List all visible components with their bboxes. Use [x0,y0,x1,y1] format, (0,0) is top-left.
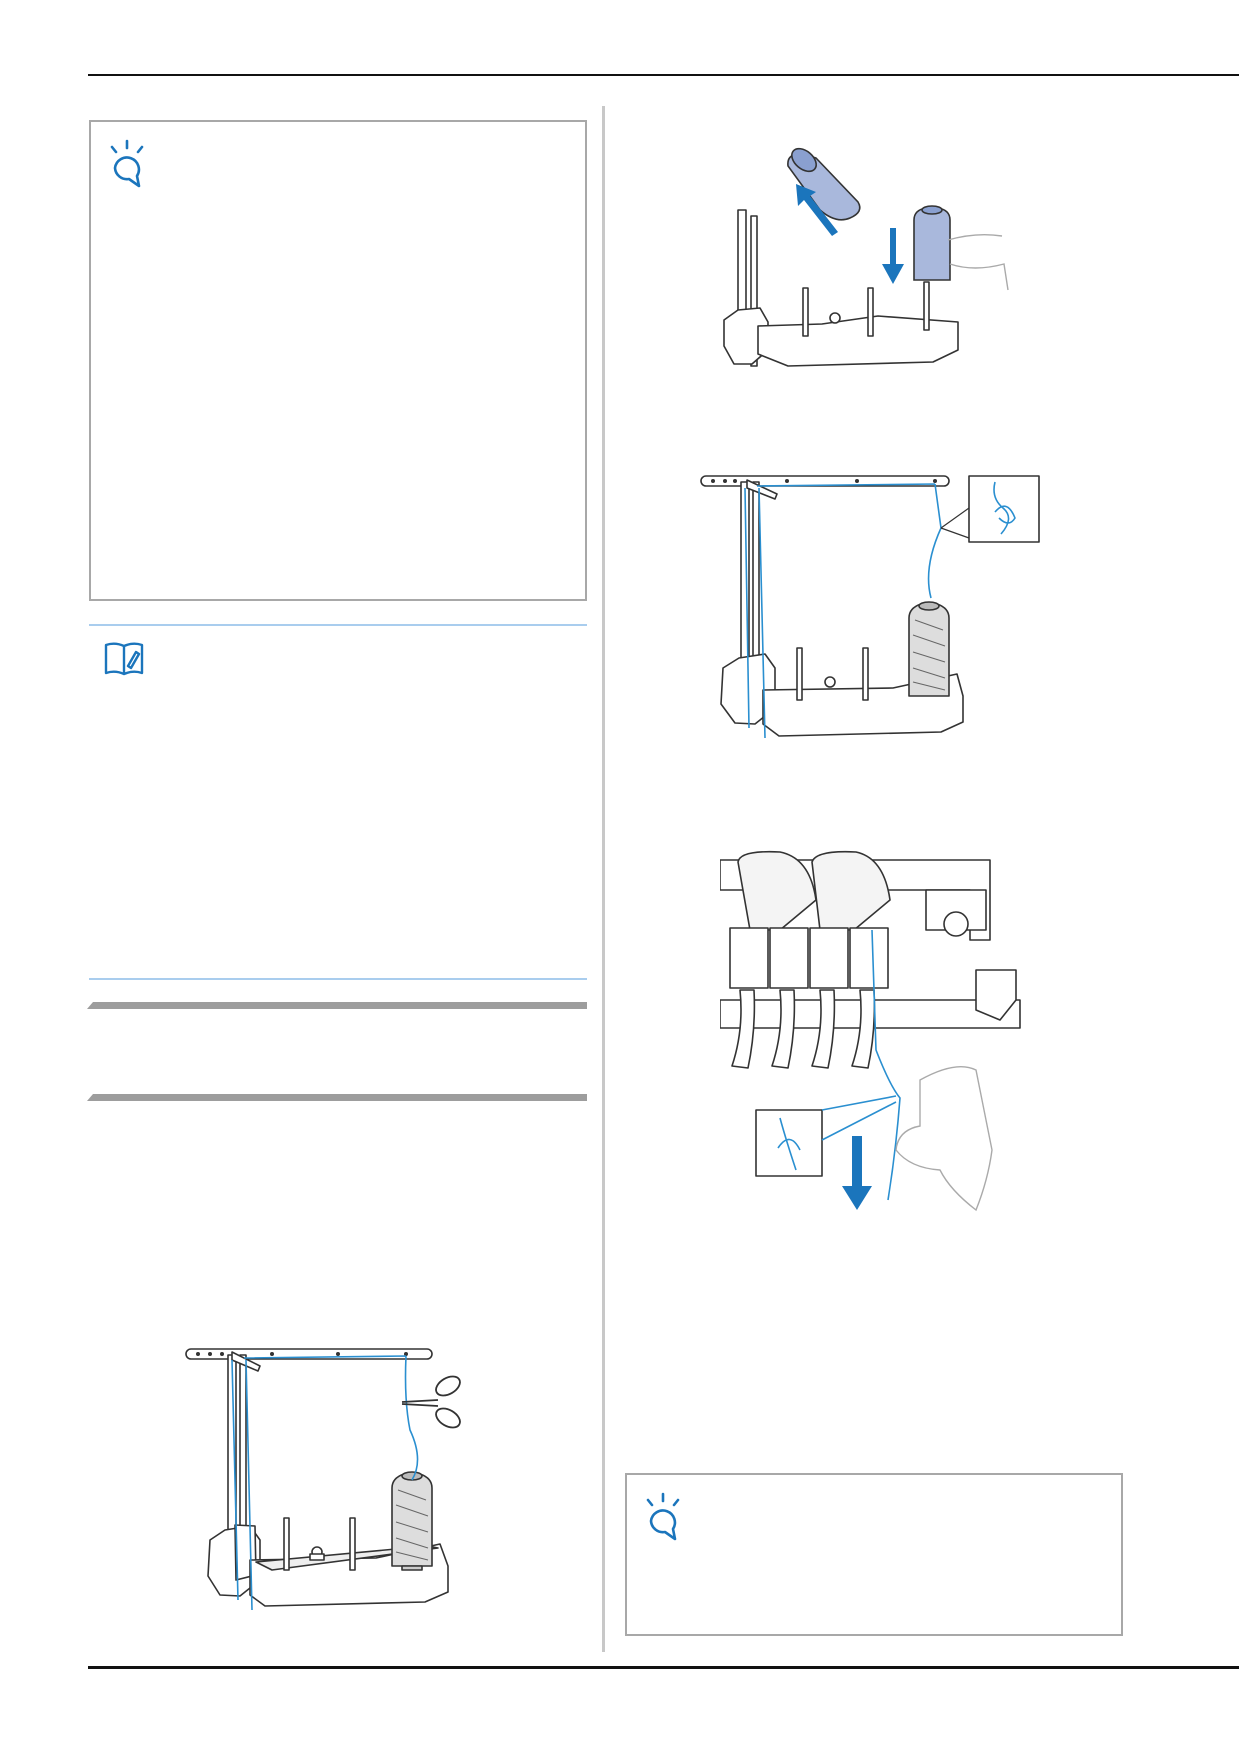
column-divider [602,106,605,1652]
illustration-replace-spool [718,140,1018,380]
section-heading-bar-bottom [87,1094,587,1101]
illustration-pull-threads [720,850,1030,1270]
memo-top-rule [89,624,587,626]
lightbulb-icon [103,138,151,194]
footer-rule [88,1666,1239,1669]
illustration-cut-thread [180,1340,500,1620]
lightbulb-icon [639,1491,687,1547]
note-box [89,120,587,601]
header-rule [88,74,1239,76]
memo-bottom-rule [89,978,587,980]
note-box-bottom [625,1473,1123,1636]
memo-book-icon [103,640,145,676]
illustration-tie-thread-stand [695,468,1055,758]
section-heading-bar-top [87,1002,587,1009]
